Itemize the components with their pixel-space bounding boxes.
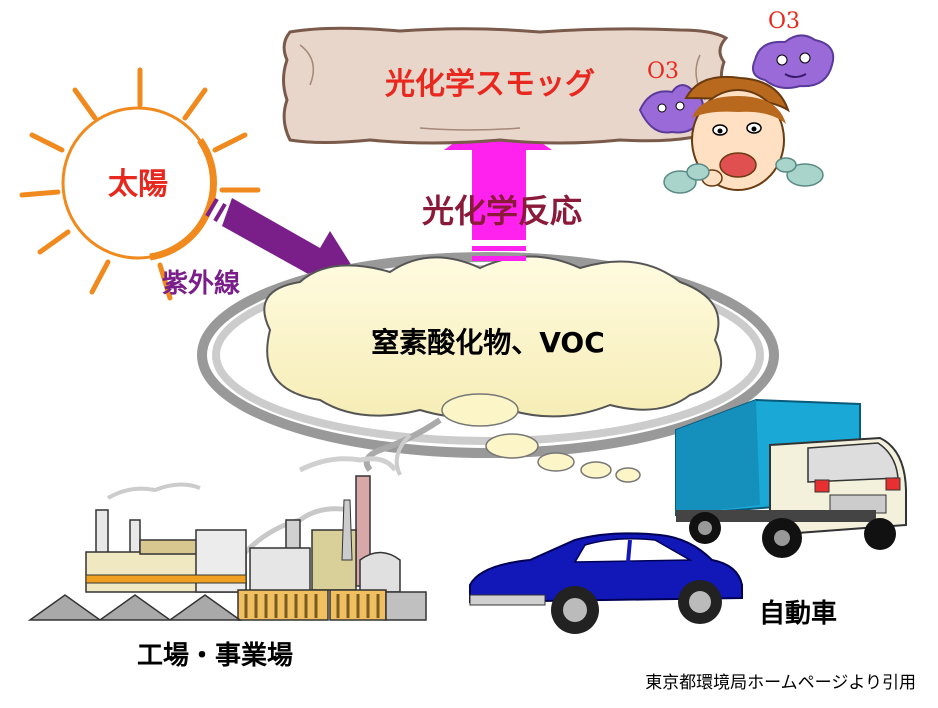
ozone-left-label: O3: [647, 59, 679, 84]
factory-icon: [27, 456, 427, 621]
ozone-right-label: O3: [768, 9, 800, 34]
cough-puff-right-icon: [775, 157, 824, 187]
ozone-creature-right-icon: [752, 34, 835, 89]
sun-rays: [19, 67, 261, 301]
citation-text: 東京都環境局ホームページより引用: [645, 673, 916, 693]
truck-icon: [675, 398, 907, 558]
photochemical-reaction-arrow: [444, 112, 552, 261]
car-icon: [469, 532, 743, 634]
smog-label: 光化学スモッグ: [385, 67, 595, 102]
factory-label: 工場・事業場: [137, 641, 293, 671]
pollutant-cloud: [197, 252, 779, 483]
sun-label: 太陽: [108, 167, 168, 202]
cough-puff-left-icon: [663, 163, 710, 194]
reaction-label: 光化学反応: [422, 192, 582, 230]
cars-label: 自動車: [759, 598, 837, 629]
coughing-child-icon: [684, 75, 790, 191]
pollutants-label: 窒素酸化物、VOC: [371, 326, 605, 359]
uv-label: 紫外線: [162, 268, 240, 299]
